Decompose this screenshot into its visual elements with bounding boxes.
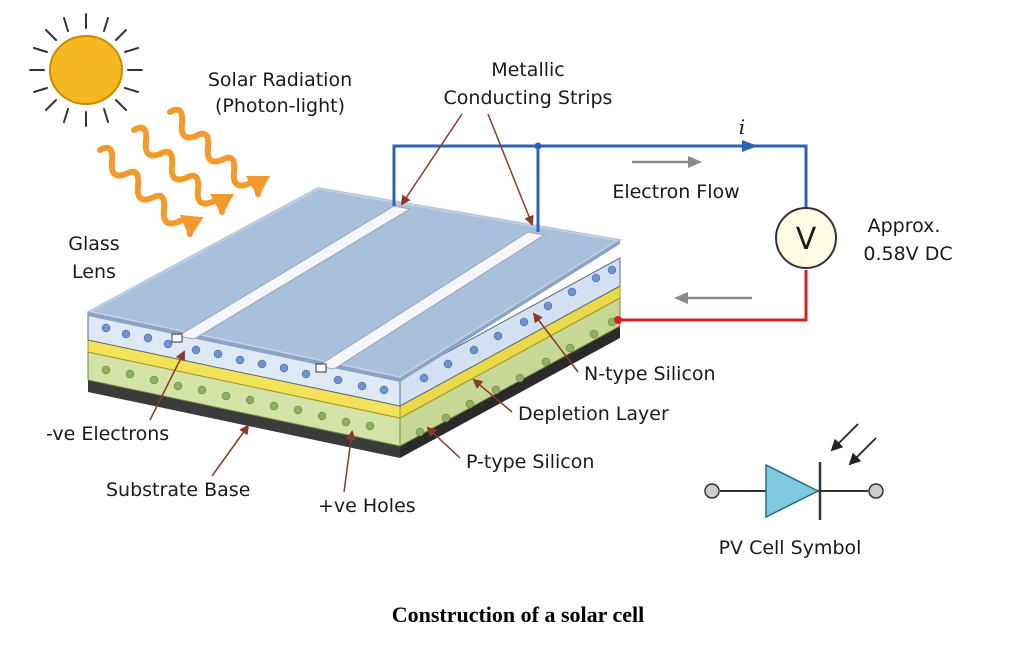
label-holes: +ve Holes (318, 495, 416, 517)
circuit: V (392, 140, 837, 324)
label-voltage: 0.58V DC (863, 243, 952, 265)
label-solar-radiation: Solar Radiation (208, 69, 352, 91)
pointer-lines (149, 113, 579, 493)
photon-arrow-2 (131, 124, 234, 216)
substrate-front (88, 380, 400, 458)
photon-arrow-3 (167, 106, 270, 198)
label-pv-cell-symbol: PV Cell Symbol (719, 537, 862, 559)
label-current-i: i (739, 115, 745, 139)
sun-icon (29, 13, 143, 127)
blue-wire-strip-1 (392, 144, 538, 206)
label-n-type: N-type Silicon (584, 363, 716, 385)
metal-strip-2 (316, 231, 546, 370)
label-metallic: Metallic (491, 59, 564, 81)
label-photon-light: (Photon-light) (215, 95, 345, 117)
metal-strip-1 (176, 205, 412, 340)
substrate-side (400, 326, 620, 458)
figure-caption: Construction of a solar cell (392, 602, 645, 627)
diode-triangle (765, 463, 820, 519)
label-approx: Approx. (868, 215, 941, 237)
strip-contact-2 (315, 363, 327, 373)
label-depletion: Depletion Layer (518, 403, 669, 425)
label-p-type: P-type Silicon (466, 451, 594, 473)
n-layer-side (399, 257, 621, 407)
holes (101, 317, 617, 437)
photon-arrows (97, 106, 270, 238)
label-glass: Glass (68, 233, 119, 255)
label-conducting-strips: Conducting Strips (444, 87, 613, 109)
label-lens: Lens (72, 261, 116, 283)
voltmeter-circle (775, 207, 837, 269)
strip-contact-1 (171, 333, 183, 343)
pv-cell-symbol (704, 423, 884, 520)
label-electron-flow: Electron Flow (612, 181, 739, 203)
photon-arrow-1 (97, 144, 204, 238)
electrons (101, 265, 617, 395)
label-electrons: -ve Electrons (46, 423, 169, 445)
label-substrate: Substrate Base (106, 479, 250, 501)
voltmeter-symbol: V (796, 222, 817, 257)
red-wire (618, 270, 808, 322)
solar-cell-block (83, 186, 625, 458)
